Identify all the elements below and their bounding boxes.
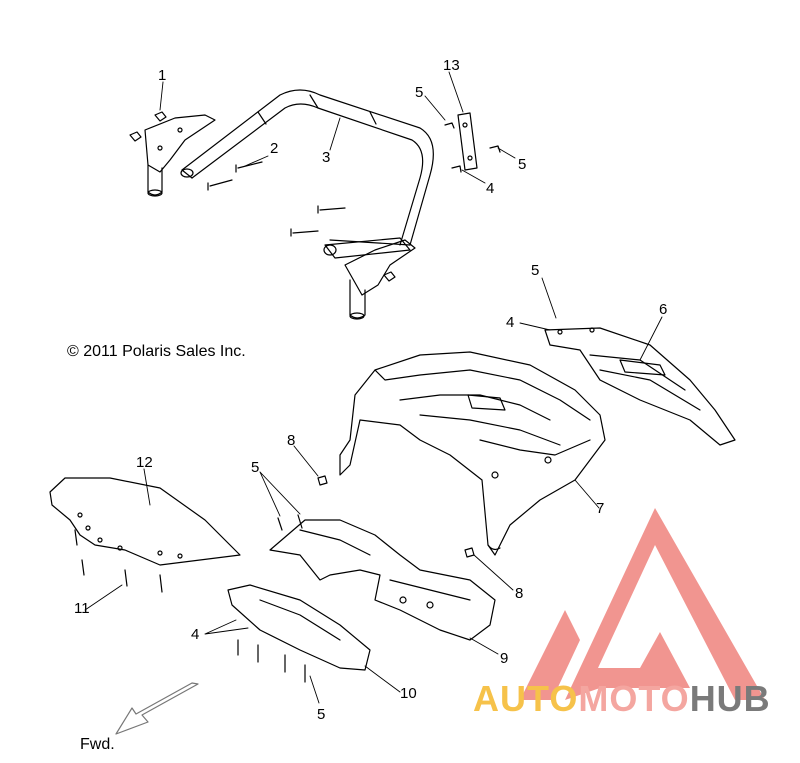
rear-fender-part xyxy=(339,351,606,556)
callout-12: 12 xyxy=(136,454,153,471)
lower-panel-part xyxy=(227,584,371,671)
callout-4: 4 xyxy=(486,180,495,197)
left-bracket-part xyxy=(144,114,216,197)
nut-part xyxy=(129,111,396,282)
bolts-part xyxy=(207,161,346,237)
callout-9: 9 xyxy=(500,650,509,667)
rear-panel-part xyxy=(544,327,736,446)
right-bracket-part xyxy=(344,239,416,320)
watermark-part-2: MOTO xyxy=(578,678,690,719)
mudflap-part xyxy=(49,477,241,566)
callout-3: 3 xyxy=(322,149,331,166)
watermark-text: AUTOMOTOHUB xyxy=(473,678,771,720)
grab-bar-part xyxy=(180,89,434,259)
watermark-part-1: AUTO xyxy=(473,678,579,719)
callout-1: 1 xyxy=(158,67,167,84)
forward-arrow-icon xyxy=(115,682,199,735)
screws-part xyxy=(74,529,163,593)
strap-part xyxy=(444,112,501,173)
watermark-part-3: HUB xyxy=(689,678,771,719)
callout-13: 13 xyxy=(443,57,460,74)
push-rivets-part xyxy=(237,514,306,683)
forward-direction-label: Fwd. xyxy=(80,736,115,753)
screws-8-part xyxy=(317,475,475,558)
callout-10: 10 xyxy=(400,685,417,702)
callout-5: 5 xyxy=(415,84,424,101)
callout-4: 4 xyxy=(191,626,200,643)
callout-5: 5 xyxy=(518,156,527,173)
callout-2: 2 xyxy=(270,140,279,157)
callout-5: 5 xyxy=(317,706,326,723)
callout-4: 4 xyxy=(506,314,515,331)
callout-6: 6 xyxy=(659,301,668,318)
callout-5: 5 xyxy=(531,262,540,279)
callout-7: 7 xyxy=(596,500,605,517)
callout-5: 5 xyxy=(251,459,260,476)
callout-8: 8 xyxy=(515,585,524,602)
callout-8: 8 xyxy=(287,432,296,449)
callout-11: 11 xyxy=(74,600,90,617)
watermark-logo-icon xyxy=(520,508,765,700)
copyright-notice: © 2011 Polaris Sales Inc. xyxy=(67,343,246,360)
leader-lines xyxy=(84,71,663,704)
inner-fender-part xyxy=(269,519,496,641)
